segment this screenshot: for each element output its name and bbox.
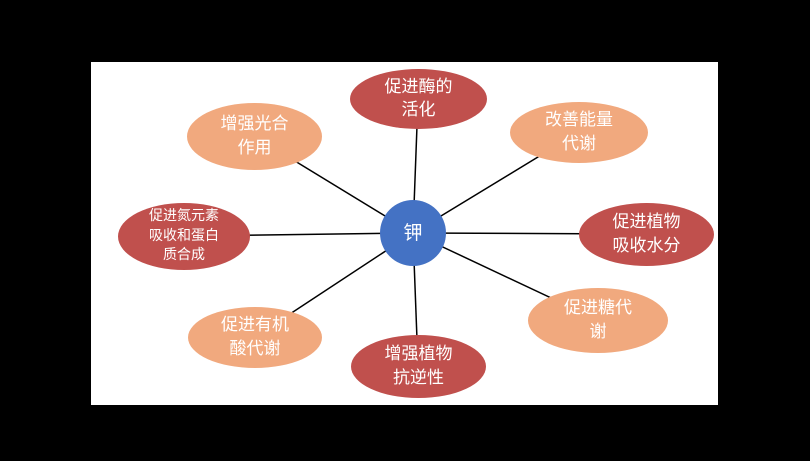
node-enzyme-activation: 促进酶的 活化 [350,69,487,129]
node-water-absorption: 促进植物 吸收水分 [579,203,714,266]
node-sugar-metabolism: 促进糖代 谢 [528,288,668,353]
node-label: 改善能量 代谢 [545,110,613,154]
node-label: 促进酶的 活化 [384,76,453,120]
node-label: 促进植物 吸收水分 [612,212,681,256]
node-label: 增强光合 作用 [220,114,289,158]
node-stress-resistance: 增强植物 抗逆性 [351,335,486,398]
node-label: 增强植物 抗逆性 [384,344,453,388]
node-nitrogen-protein-synthesis: 促进氮元素 吸收和蛋白 质合成 [118,203,250,270]
node-label: 促进有机 酸代谢 [221,315,289,359]
node-photosynthesis: 增强光合 作用 [187,103,322,170]
node-organic-acid-metabolism: 促进有机 酸代谢 [188,307,322,368]
center-node-label: 钾 [403,221,423,244]
diagram-canvas: 促进酶的 活化 改善能量 代谢 促进植物 吸收水分 促进糖代 谢 增强植物 抗逆… [91,62,718,405]
node-energy-metabolism: 改善能量 代谢 [510,102,648,163]
center-node-potassium: 钾 [380,200,446,266]
node-label: 促进氮元素 吸收和蛋白 质合成 [149,207,219,264]
node-label: 促进糖代 谢 [564,298,632,342]
